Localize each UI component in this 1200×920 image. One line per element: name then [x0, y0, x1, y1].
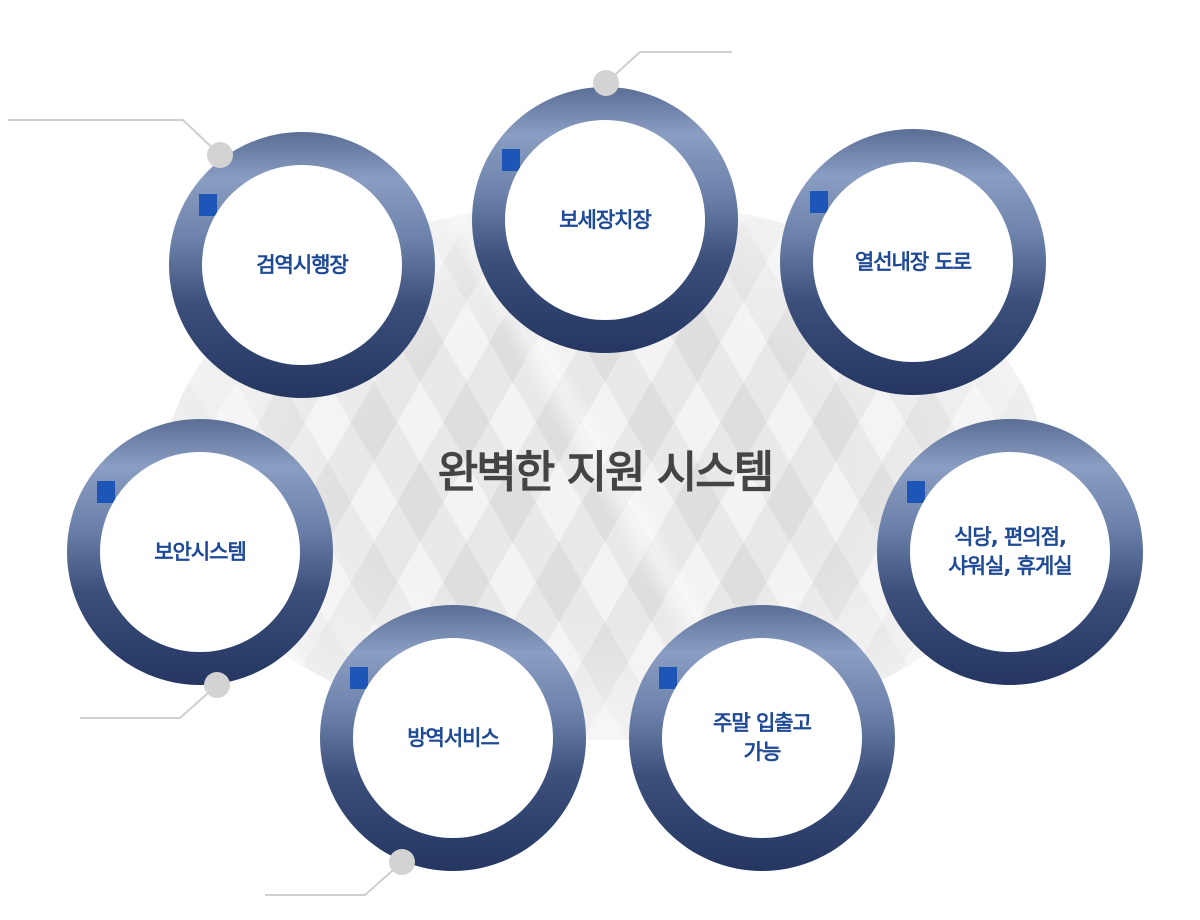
service-circle-bonded-storage: 보세장치장	[472, 87, 738, 353]
service-circle-weekend: 주말 입출고 가능	[629, 605, 895, 871]
connector-dot	[204, 672, 230, 698]
service-label: 보세장치장	[559, 207, 652, 232]
service-label: 보안시스템	[154, 539, 247, 564]
connector-dot	[593, 70, 619, 96]
service-circle-heated-road: 열선내장 도로	[780, 129, 1046, 395]
page-title: 완벽한 지원 시스템	[437, 447, 774, 498]
service-circle-security: 보안시스템	[67, 419, 333, 685]
connector-dot	[207, 142, 233, 168]
service-circle-disinfection: 방역서비스	[320, 605, 586, 871]
service-label: 식당, 편의점, 샤워실, 휴게실	[948, 525, 1072, 578]
service-circle-amenities: 식당, 편의점, 샤워실, 휴게실	[877, 419, 1143, 685]
service-label: 주말 입출고 가능	[713, 711, 812, 764]
service-circle-quarantine: 검역시행장	[169, 132, 435, 398]
connector-dot	[389, 849, 415, 875]
service-label: 열선내장 도로	[854, 249, 972, 274]
service-label: 방역서비스	[407, 725, 500, 750]
service-label: 검역시행장	[256, 252, 349, 277]
